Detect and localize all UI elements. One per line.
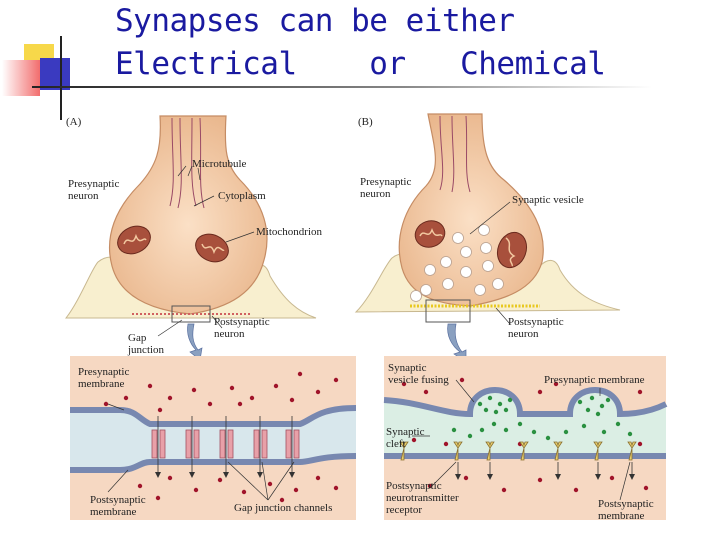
neurotransmitter-green [451, 395, 633, 441]
presynaptic-membrane-a [70, 405, 357, 427]
label-microtubule: Microtubule [192, 158, 247, 170]
gap-junction-channels [151, 429, 300, 459]
mitochondrion-a-right [195, 233, 229, 263]
label-presynaptic-membrane-a: Presynaptic membrane [78, 366, 130, 390]
panel-a-letter: (A) [66, 116, 82, 128]
label-presynaptic-membrane-b: Presynaptic membrane [544, 374, 645, 386]
channel-label-leaders [107, 403, 295, 501]
slide-title-line2: Electrical or Chemical [115, 46, 606, 82]
label-postsynaptic-neuron-b: Postsynaptic neuron [508, 316, 564, 340]
synapse-box-b [425, 299, 471, 323]
microtubules-b [439, 115, 471, 193]
label-presynaptic-neuron-b: Presynaptic neuron [360, 176, 412, 200]
label-cytoplasm: Cytoplasm [218, 190, 266, 202]
panel-b-illustration [354, 113, 668, 520]
deco-blue-square [40, 58, 70, 90]
channel-arrowheads [155, 472, 295, 478]
microtubules-a [169, 117, 205, 209]
mitochondrion-b-left [414, 220, 446, 248]
panel-a-illustration [64, 115, 357, 520]
label-gap-junction-channels: Gap junction channels [234, 502, 333, 514]
receptors [399, 441, 637, 461]
inset-electrical-synapse [70, 356, 357, 520]
panel-b-letter: (B) [358, 116, 373, 128]
gap-junction-box-a [171, 305, 211, 323]
mitochondrion-a-left [117, 225, 151, 255]
label-postsynaptic-neuron-a: Postsynaptic neuron [214, 316, 270, 340]
label-gap-junction: Gap junction [128, 332, 165, 356]
receptor-arrowheads [455, 474, 635, 480]
label-synaptic-vesicle: Synaptic vesicle [512, 194, 584, 206]
inset-chemical-synapse [383, 356, 668, 520]
label-presynaptic-neuron-a: Presynaptic neuron [68, 178, 120, 202]
label-postsynaptic-membrane-b: Postsynaptic membrane [598, 498, 654, 522]
leader-lines-b [469, 201, 511, 325]
deco-vertical-line [60, 36, 62, 120]
ion-dots-a [103, 371, 339, 503]
slide-title-line1: Synapses can be either [115, 3, 515, 39]
label-synaptic-cleft: Synaptic cleft [386, 426, 425, 450]
receptor-arrows [457, 462, 633, 474]
synaptic-vesicles-b [410, 224, 504, 302]
presynaptic-membrane-b [383, 387, 668, 418]
label-postsynaptic-receptor: Postsynaptic neurotransmitter receptor [386, 480, 459, 516]
label-mitochondrion: Mitochondrion [256, 226, 322, 238]
label-postsynaptic-membrane-a: Postsynaptic membrane [90, 494, 146, 518]
mitochondrion-b-right [496, 231, 528, 269]
postsynaptic-membrane-a [70, 453, 357, 473]
channel-arrows [157, 416, 293, 472]
deco-horizontal-line [32, 86, 652, 88]
presynaptic-neuron-b [398, 113, 544, 307]
leader-lines-b-inset [412, 379, 631, 501]
deco-red-square [2, 60, 40, 96]
label-synaptic-vesicle-fusing: Synaptic vesicle fusing [388, 362, 449, 386]
presynaptic-neuron-a [108, 115, 268, 315]
zoom-arrow-a [187, 323, 203, 361]
leader-lines-a [157, 165, 255, 337]
